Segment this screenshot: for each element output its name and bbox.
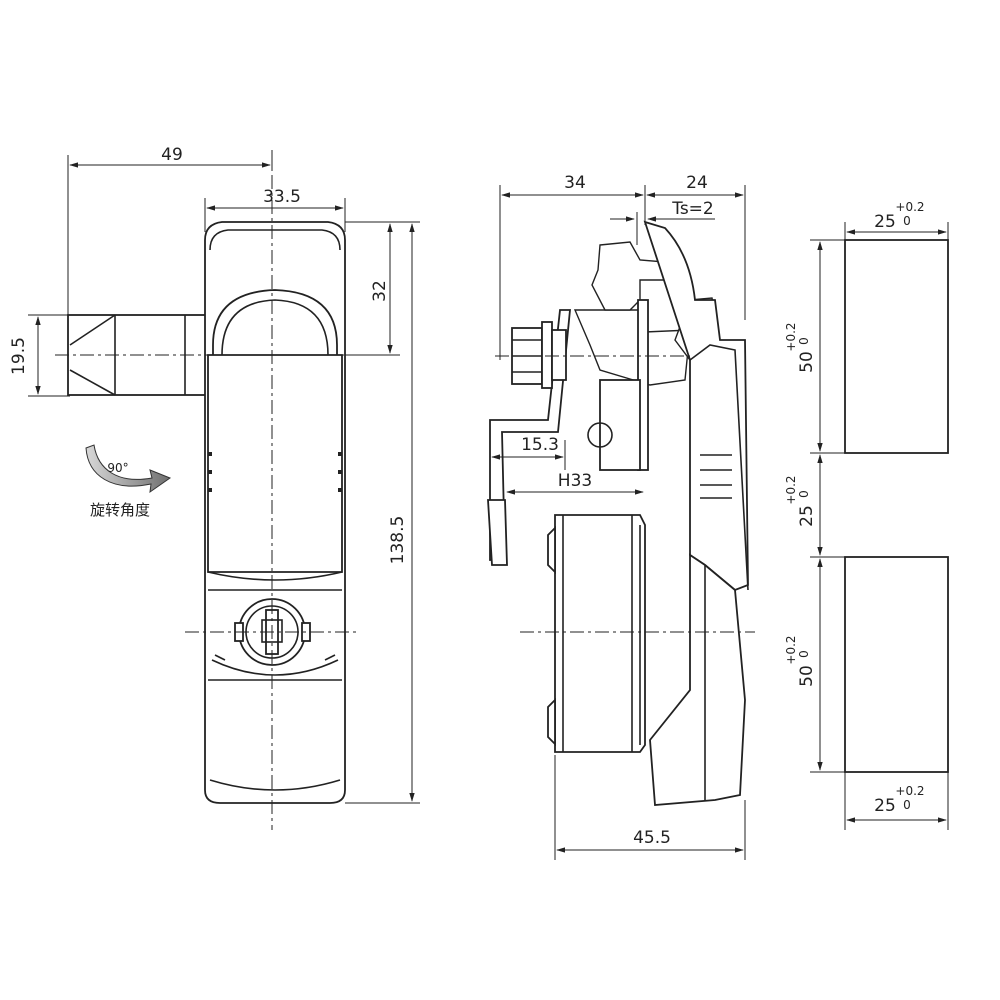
dim-depth-label: 45.5 [633,828,671,848]
dim-height-top-label: 32 [370,280,390,302]
dim-panel-thickness: Ts=2 [610,199,715,245]
dim-bottom-width: 25 +0.2 0 [844,772,949,830]
upper-cutout [844,239,949,454]
dim-right-label: 24 [686,173,708,193]
grip-dots [208,452,342,492]
dim-left-right: 34 24 [499,173,746,360]
dim-15-3-label: 15.3 [521,435,559,455]
dim-15-3: 15.3 [489,420,566,470]
lower-height-label: 50 [797,665,817,687]
gap-height-tol-lower: 0 [797,490,811,498]
dim-panel-thickness-label: Ts=2 [671,199,714,219]
dim-width-handle-label: 33.5 [263,187,301,207]
top-width-label: 25 [874,212,896,232]
dim-depth: 45.5 [554,755,746,860]
dim-height-top: 32 [345,221,400,356]
handle-profile [643,220,749,806]
dim-tongue-height-label: 19.5 [9,337,29,375]
cutout-view: 25 +0.2 0 50 +0.2 0 25 +0.2 0 50 +0.2 0 [784,200,949,830]
dim-width-total: 49 [67,145,273,320]
shaft-nut [511,321,567,389]
bottom-width-tol-lower: 0 [903,798,911,812]
dim-left-label: 34 [564,173,586,193]
dim-tongue-height: 19.5 [9,314,70,397]
panel-plate [587,299,649,471]
handle-body [204,221,346,804]
dim-top-width: 25 +0.2 0 [844,200,949,240]
front-view: 49 33.5 32 138.5 19.5 [9,145,420,830]
lock-housing [547,514,646,753]
lower-height-tol-lower: 0 [797,650,811,658]
dim-height-total: 138.5 [345,221,420,804]
gap-height-label: 25 [797,505,817,527]
side-view: 34 24 Ts=2 [487,173,755,860]
rotation-arrow-icon: 90° [85,444,172,494]
lower-height-tol-upper: +0.2 [784,635,798,664]
dim-width-total-label: 49 [161,145,183,165]
bottom-width-tol-upper: +0.2 [895,784,924,798]
dim-width-handle: 33.5 [204,187,346,232]
bottom-width-label: 25 [874,796,896,816]
upper-height-label: 50 [797,351,817,373]
lower-cutout [844,556,949,773]
upper-height-tol-upper: +0.2 [784,322,798,351]
upper-height-tol-lower: 0 [797,337,811,345]
gap-height-tol-upper: +0.2 [784,475,798,504]
top-width-tol-lower: 0 [903,214,911,228]
dim-h33: H33 [506,471,644,495]
dim-height-total-label: 138.5 [388,516,408,565]
top-width-tol-upper: +0.2 [895,200,924,214]
dim-vertical-cutout: 50 +0.2 0 25 +0.2 0 50 +0.2 0 [784,239,845,773]
rotation-angle-label: 90° [107,461,128,475]
rotation-caption: 旋转角度 [90,501,150,519]
dim-h33-label: H33 [558,471,592,491]
